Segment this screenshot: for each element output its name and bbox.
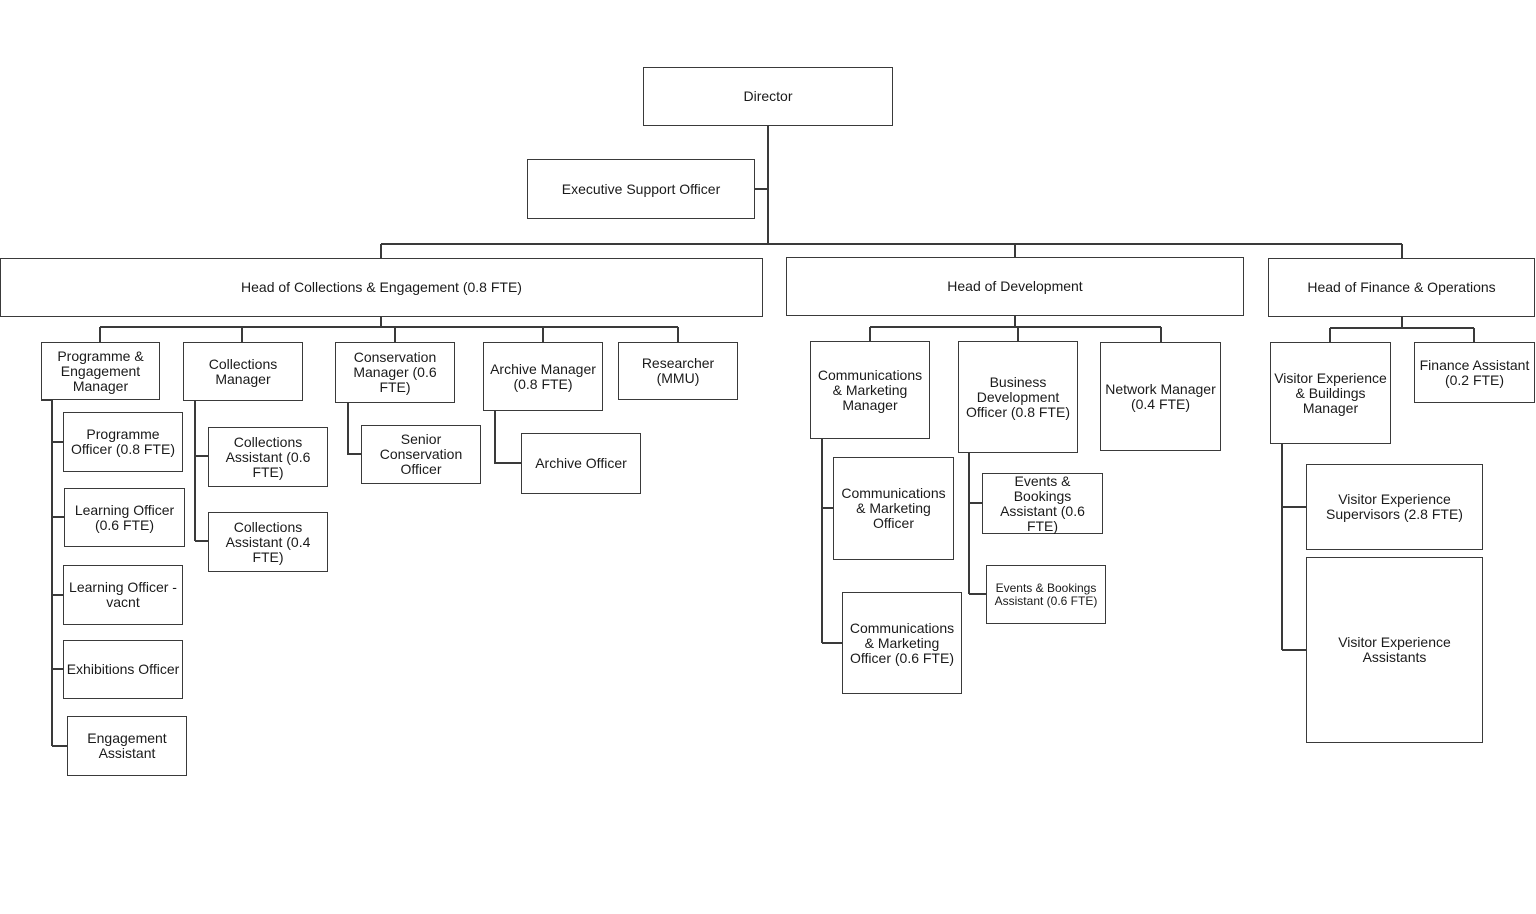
visitor-experience-buildings-manager-label: Visitor Experience & Buildings Manager [1274,369,1387,416]
learning-officer-box: Learning Officer (0.6 FTE) [64,488,185,547]
network-manager-label: Network Manager (0.4 FTE) [1105,380,1216,412]
exhibitions-officer-label: Exhibitions Officer [66,661,180,677]
executive-support-officer-label: Executive Support Officer [561,180,721,197]
comms-marketing-officer-06-label: Communications & Marketing Officer (0.6 … [849,619,955,666]
visitor-experience-assistants-box: Visitor Experience Assistants [1306,557,1483,743]
head-development-box: Head of Development [786,257,1244,316]
visitor-experience-buildings-manager-box: Visitor Experience & Buildings Manager [1270,342,1391,444]
visitor-experience-supervisors-box: Visitor Experience Supervisors (2.8 FTE) [1306,464,1483,550]
head-finance-operations-box: Head of Finance & Operations [1268,258,1535,317]
director-label: Director [743,88,793,104]
events-bookings-assistant-box: Events & Bookings Assistant (0.6 FTE) [986,565,1106,624]
network-manager-box: Network Manager (0.4 FTE) [1100,342,1221,451]
senior-conservation-officer-box: Senior Conservation Officer [361,425,481,484]
comms-marketing-manager-box: Communications & Marketing Manager [810,341,930,439]
business-development-officer-box: Business Development Officer (0.8 FTE) [958,341,1078,453]
researcher-label: Researcher (MMU) [641,355,715,386]
engagement-assistant-label: Engagement Assistant [87,730,167,761]
comms-marketing-officer-box: Communications & Marketing Officer [833,457,954,560]
events-bookings-assistant-label: Events & Bookings Assistant (0.6 FTE) [1000,472,1085,534]
collections-assistant-06-label: Collections Assistant (0.6 FTE) [225,433,311,480]
exhibitions-officer-box: Exhibitions Officer [63,640,183,699]
comms-marketing-manager-label: Communications & Marketing Manager [817,366,923,413]
events-bookings-assistant-box: Events & Bookings Assistant (0.6 FTE) [982,473,1103,534]
conservation-manager-label: Conservation Manager (0.6 FTE) [353,349,437,395]
visitor-experience-supervisors-label: Visitor Experience Supervisors (2.8 FTE) [1326,491,1463,522]
programme-officer-label: Programme Officer (0.8 FTE) [71,426,175,457]
engagement-assistant-box: Engagement Assistant [67,716,187,776]
programme-engagement-manager-box: Programme & Engagement Manager [41,342,160,400]
head-development-label: Head of Development [947,278,1083,294]
comms-marketing-officer-label: Communications & Marketing Officer [841,485,946,531]
comms-marketing-officer-06-box: Communications & Marketing Officer (0.6 … [842,592,962,694]
archive-officer-label: Archive Officer [535,455,627,471]
head-finance-operations-label: Head of Finance & Operations [1307,279,1496,295]
collections-manager-box: Collections Manager [183,342,303,401]
events-bookings-assistant-label: Events & Bookings Assistant (0.6 FTE) [994,580,1098,608]
programme-engagement-manager-label: Programme & Engagement Manager [57,347,144,394]
learning-officer-label: Learning Officer (0.6 FTE) [74,501,175,533]
collections-assistant-06-box: Collections Assistant (0.6 FTE) [208,427,328,487]
learning-officer-vacant-box: Learning Officer - vacnt [63,565,183,625]
head-collections-engagement-label: Head of Collections & Engagement (0.8 FT… [241,279,522,295]
programme-officer-box: Programme Officer (0.8 FTE) [63,412,183,472]
executive-support-officer-box: Executive Support Officer [527,159,755,219]
collections-assistant-04-box: Collections Assistant (0.4 FTE) [208,512,328,572]
head-collections-engagement-box: Head of Collections & Engagement (0.8 FT… [0,258,763,317]
finance-assistant-label: Finance Assistant (0.2 FTE) [1419,356,1530,388]
finance-assistant-box: Finance Assistant (0.2 FTE) [1414,342,1535,403]
collections-assistant-04-label: Collections Assistant (0.4 FTE) [225,518,311,565]
collections-manager-label: Collections Manager [208,355,278,387]
conservation-manager-box: Conservation Manager (0.6 FTE) [335,342,455,403]
archive-manager-label: Archive Manager (0.8 FTE) [490,360,596,392]
director-box: Director [643,67,893,126]
business-development-officer-label: Business Development Officer (0.8 FTE) [966,373,1070,420]
archive-manager-box: Archive Manager (0.8 FTE) [483,342,603,411]
visitor-experience-assistants-label: Visitor Experience Assistants [1338,634,1451,665]
learning-officer-vacant-label: Learning Officer - vacnt [69,579,177,610]
researcher-box: Researcher (MMU) [618,342,738,400]
archive-officer-box: Archive Officer [521,433,641,494]
senior-conservation-officer-label: Senior Conservation Officer [379,431,463,477]
